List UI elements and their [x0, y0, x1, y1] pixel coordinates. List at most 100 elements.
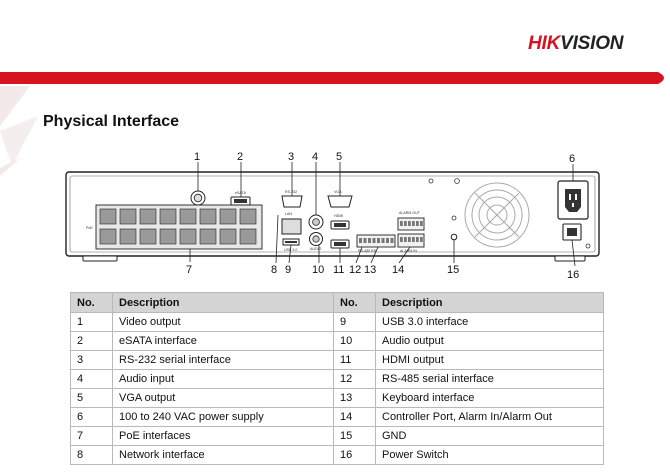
rs485-label: RS-485 KB — [358, 249, 377, 253]
terminal-pin — [400, 221, 403, 226]
callout-6: 6 — [569, 153, 575, 165]
callout-7: 7 — [186, 264, 192, 276]
poe-port — [179, 228, 197, 245]
poe-port — [119, 208, 137, 225]
callout-1: 1 — [194, 151, 200, 163]
terminal-pin — [408, 237, 411, 242]
rs232-label: RS-232 — [285, 190, 297, 194]
terminal-pin — [408, 221, 411, 226]
poe-port — [239, 208, 257, 225]
cell-description: Network interface — [112, 445, 334, 465]
callout-16: 16 — [567, 269, 579, 281]
terminal-pin — [420, 221, 423, 226]
poe-port — [239, 228, 257, 245]
terminal-pin — [390, 238, 394, 243]
vga-label: VGA — [334, 190, 342, 194]
terminal-pin — [416, 221, 419, 226]
cell-description: Video output — [112, 312, 334, 332]
terminal-pin — [400, 237, 403, 242]
callout-5: 5 — [336, 151, 342, 163]
poe-port — [139, 208, 157, 225]
poe-port — [219, 208, 237, 225]
cell-no: 12 — [333, 369, 376, 389]
fan-grille — [464, 182, 530, 248]
cell-no: 6 — [70, 407, 113, 427]
cell-description: GND — [375, 426, 604, 446]
terminal-pin — [412, 221, 415, 226]
cell-description: HDMI output — [375, 350, 604, 370]
callout-3: 3 — [288, 151, 294, 163]
poe-port — [159, 208, 177, 225]
terminal-pin — [359, 238, 362, 243]
callout-14: 14 — [392, 264, 404, 276]
rs232-connector — [281, 195, 303, 208]
cell-no: 13 — [333, 388, 376, 408]
poe-port — [219, 228, 237, 245]
table-header-row: No. Description No. Description — [70, 292, 604, 313]
alarm-in-label: ALARM IN — [400, 249, 417, 253]
terminal-pin — [412, 237, 415, 242]
poe-port — [139, 228, 157, 245]
terminal-pin — [416, 237, 419, 242]
terminal-pin — [404, 221, 407, 226]
page-title: Physical Interface — [43, 113, 180, 130]
poe-port — [199, 208, 217, 225]
cell-description: VGA output — [112, 388, 334, 408]
callout-11: 11 — [333, 264, 344, 276]
chassis-foot-right — [554, 255, 586, 262]
cell-description: Keyboard interface — [375, 388, 604, 408]
cell-no: 15 — [333, 426, 376, 446]
cell-no: 16 — [333, 445, 376, 465]
chassis-foot-left — [82, 255, 118, 262]
lan-port — [281, 218, 302, 235]
header-no: No. — [333, 292, 376, 313]
cell-description: Controller Port, Alarm In/Alarm Out — [375, 407, 604, 427]
table-row: 4 Audio input 12 RS-485 serial interface — [70, 369, 604, 389]
table-row: 8 Network interface 16 Power Switch — [70, 445, 604, 465]
alarm-out-label: ALARM OUT — [399, 211, 421, 215]
header-no: No. — [70, 292, 113, 313]
cell-description: PoE interfaces — [112, 426, 334, 446]
cell-no: 11 — [333, 350, 376, 370]
terminal-pin — [381, 238, 385, 243]
cell-description: Audio input — [112, 369, 334, 389]
cell-no: 5 — [70, 388, 113, 408]
cell-no: 8 — [70, 445, 113, 465]
poe-label: PoE — [86, 226, 93, 230]
cell-no: 7 — [70, 426, 113, 446]
poe-port — [159, 228, 177, 245]
poe-port — [199, 228, 217, 245]
poe-port — [99, 208, 117, 225]
lan-label: LAN — [285, 212, 292, 216]
table-row: 3 RS-232 serial interface 11 HDMI output — [70, 350, 604, 370]
callout-12: 12 — [349, 264, 361, 276]
terminal-pin — [420, 237, 423, 242]
terminal-pin — [372, 238, 376, 243]
callout-8: 8 — [271, 264, 277, 276]
logo-text: HIKVISION — [528, 33, 624, 54]
terminal-pin — [404, 237, 407, 242]
cell-no: 3 — [70, 350, 113, 370]
callout-2: 2 — [237, 151, 243, 163]
terminal-pin — [363, 238, 367, 243]
hdmi-label: HDMI — [334, 214, 343, 218]
cell-description: eSATA interface — [112, 331, 334, 351]
callout-9: 9 — [285, 264, 291, 276]
header-description: Description — [375, 292, 604, 313]
cell-description: Audio output — [375, 331, 604, 351]
poe-port-block — [95, 204, 263, 250]
callout-10: 10 — [312, 264, 324, 276]
terminal-pin — [377, 238, 380, 243]
poe-port — [119, 228, 137, 245]
hikvision-logo: HIKVISION — [528, 33, 660, 55]
cell-no: 2 — [70, 331, 113, 351]
table-row: 7 PoE interfaces 15 GND — [70, 426, 604, 446]
cell-no: 4 — [70, 369, 113, 389]
cell-description: RS-232 serial interface — [112, 350, 334, 370]
table-row: 1 Video output 9 USB 3.0 interface — [70, 312, 604, 332]
terminal-pin — [386, 238, 389, 243]
interface-table: No. Description No. Description 1 Video … — [70, 292, 604, 465]
cell-description: USB 3.0 interface — [375, 312, 604, 332]
cell-no: 14 — [333, 407, 376, 427]
decorative-watermark — [0, 86, 38, 176]
